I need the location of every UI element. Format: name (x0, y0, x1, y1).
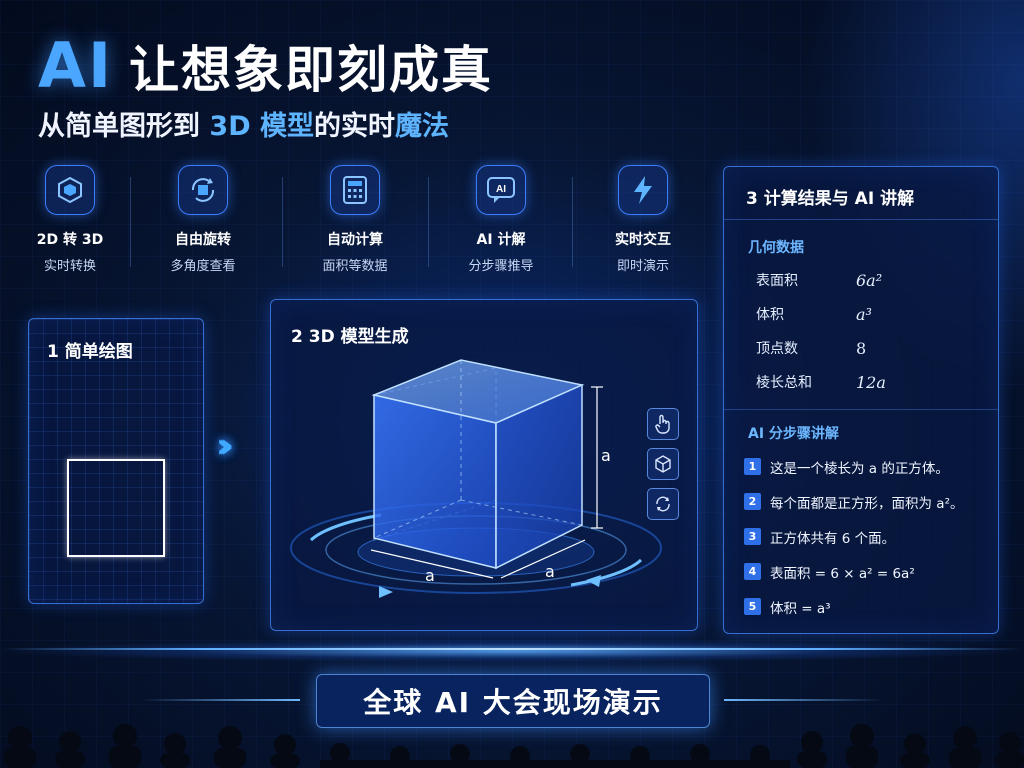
drawing-canvas[interactable] (29, 371, 203, 603)
banner-line-left (140, 699, 300, 701)
drawn-square[interactable] (67, 459, 165, 557)
geometry-key: 表面积 (756, 273, 798, 289)
page-title: AI 让想象即刻成真 (38, 30, 493, 102)
step-item: 3 正方体共有 6 个面。 (744, 519, 994, 554)
feature-divider (130, 177, 131, 267)
feature-divider (428, 177, 429, 267)
step-number: 1 (744, 458, 761, 475)
model-3d-panel: 2 3D 模型生成 (270, 299, 698, 631)
panel-title: 1 简单绘图 (47, 342, 133, 362)
feature-title: 自动计算 (327, 232, 383, 248)
geometry-key: 棱长总和 (756, 375, 812, 391)
geometry-row: 表面积 6a² (746, 263, 982, 297)
dim-label-height: a (601, 446, 611, 465)
step-text: 这是一个棱长为 a 的正方体。 (770, 460, 949, 477)
audience-silhouettes (4, 724, 1024, 768)
geometry-value: 6a² (856, 270, 883, 290)
steps-section-title: AI 分步骤讲解 (748, 426, 839, 442)
feature-auto-calc[interactable]: 自动计算 面积等数据 (290, 165, 420, 274)
feature-desc: 分步骤推导 (468, 259, 534, 274)
panel-title: 2 3D 模型生成 (291, 327, 409, 347)
step-text: 每个面都是正方形，面积为 a²。 (770, 495, 964, 512)
simple-drawing-panel: 1 简单绘图 (28, 318, 204, 604)
feature-2d-to-3d[interactable]: 2D 转 3D 实时转换 (5, 165, 135, 274)
step-item: 2 每个面都是正方形，面积为 a²。 (744, 484, 994, 519)
view-toolbar (647, 408, 679, 528)
cube-viewport[interactable] (271, 300, 697, 630)
geometry-key: 顶点数 (756, 341, 798, 357)
geometry-table: 表面积 6a² 体积 a³ 顶点数 8 棱长总和 12a (746, 263, 982, 399)
feature-title: 自由旋转 (175, 232, 231, 248)
dim-label-width: a (425, 566, 435, 585)
svg-text:AI: AI (496, 184, 506, 195)
feature-desc: 面积等数据 (322, 259, 388, 274)
section-divider (724, 409, 998, 410)
panel-title: 3 计算结果与 AI 讲解 (746, 189, 915, 209)
feature-desc: 多角度查看 (170, 259, 236, 274)
step-item: 5 体积 = a³ (744, 589, 994, 624)
geometry-value: 8 (856, 338, 867, 358)
rotate-icon[interactable] (647, 488, 679, 520)
geometry-row: 顶点数 8 (746, 331, 982, 365)
title-ai: AI (38, 29, 114, 102)
flow-arrows-icon: ››› (216, 426, 234, 466)
geometry-row: 棱长总和 12a (746, 365, 982, 399)
rotate-cube-icon (178, 165, 228, 215)
feature-divider (572, 177, 573, 267)
step-number: 2 (744, 493, 761, 510)
geometry-value: 12a (856, 372, 886, 392)
results-panel: 3 计算结果与 AI 讲解 几何数据 表面积 6a² 体积 a³ 顶点数 8 棱长总和… (723, 166, 999, 634)
step-text: 正方体共有 6 个面。 (770, 530, 896, 547)
subtitle-part-1: 从简单图形到 (38, 111, 210, 142)
subtitle-highlight-magic: 魔法 (395, 111, 450, 142)
title-main: 让想象即刻成真 (129, 41, 494, 99)
feature-free-rotate[interactable]: 自由旋转 多角度查看 (138, 165, 268, 274)
page-subtitle: 从简单图形到 3D 模型的实时魔法 (38, 104, 449, 143)
event-banner: 全球 AI 大会现场演示 (316, 674, 710, 728)
step-text: 表面积 = 6 × a² = 6a² (770, 565, 915, 582)
step-number: 3 (744, 528, 761, 545)
ai-chat-icon: AI (476, 165, 526, 215)
cube-hexagon-icon (45, 165, 95, 215)
feature-divider (282, 177, 283, 267)
dim-label-depth: a (545, 562, 555, 581)
geometry-value: a³ (856, 304, 872, 324)
feature-desc: 即时演示 (616, 259, 669, 274)
calculator-icon (330, 165, 380, 215)
stage-light-bar (0, 648, 1024, 650)
feature-title: 实时交互 (615, 232, 671, 248)
feature-row: 2D 转 3D 实时转换 自由旋转 多角度查看 自动计算 面积等数据 AI AI… (0, 165, 712, 275)
geometry-key: 体积 (756, 307, 784, 323)
subtitle-highlight-3d: 3D 模型 (209, 111, 315, 142)
step-item: 1 这是一个棱长为 a 的正方体。 (744, 449, 994, 484)
cube-outline-icon[interactable] (647, 448, 679, 480)
step-text: 体积 = a³ (770, 600, 831, 617)
feature-title: 2D 转 3D (36, 232, 104, 248)
geometry-section-title: 几何数据 (748, 240, 804, 256)
step-number: 5 (744, 598, 761, 615)
feature-ai-explain[interactable]: AI AI 计解 分步骤推导 (436, 165, 566, 274)
subtitle-part-2: 的实时 (314, 111, 396, 142)
banner-line-right (724, 699, 884, 701)
step-item: 4 表面积 = 6 × a² = 6a² (744, 554, 994, 589)
step-number: 4 (744, 563, 761, 580)
feature-desc: 实时转换 (43, 259, 96, 274)
feature-realtime[interactable]: 实时交互 即时演示 (578, 165, 708, 274)
geometry-row: 体积 a³ (746, 297, 982, 331)
feature-title: AI 计解 (476, 232, 526, 248)
lightning-icon (618, 165, 668, 215)
results-panel-header: 3 计算结果与 AI 讲解 (724, 167, 998, 220)
stage-glow (0, 640, 1024, 662)
hand-pointer-icon[interactable] (647, 408, 679, 440)
steps-list: 1 这是一个棱长为 a 的正方体。 2 每个面都是正方形，面积为 a²。 3 正方体共… (744, 449, 994, 624)
